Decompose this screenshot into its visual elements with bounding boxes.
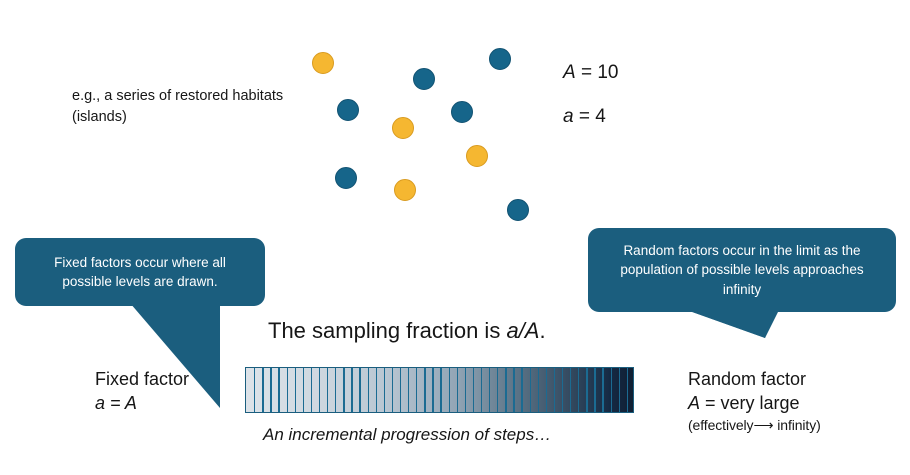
gradient-bar-stripe xyxy=(262,368,264,412)
gradient-progression-bar xyxy=(245,367,634,413)
gradient-bar-stripe xyxy=(318,368,321,412)
gradient-bar-stripe xyxy=(391,368,394,412)
speech-bubble-random-body: Random factors occur in the limit as the… xyxy=(588,228,896,312)
gradient-bar-stripe xyxy=(399,368,402,412)
label-fixed-symbol: a xyxy=(95,392,106,413)
scatter-dot-yellow xyxy=(392,117,414,139)
parameter-small-a: a = 4 xyxy=(563,107,618,126)
gradient-bar-stripe xyxy=(408,368,410,412)
gradient-bar-stripe xyxy=(294,368,296,412)
label-fixed-equation: a = A xyxy=(95,392,189,416)
gradient-bar-stripe xyxy=(626,368,629,412)
scatter-dot-teal xyxy=(413,68,435,90)
gradient-bar-stripe xyxy=(513,368,515,412)
sampling-fraction-prefix: The sampling fraction is xyxy=(268,318,507,343)
symbol-small-a: a xyxy=(563,106,574,127)
label-random-symbol: A xyxy=(688,392,701,413)
label-fixed-factor: Fixed factor a = A xyxy=(95,368,189,416)
label-random-note-prefix: (effectively xyxy=(688,416,754,433)
label-random-rest: = very large xyxy=(700,392,800,413)
sampling-fraction-suffix: . xyxy=(539,318,546,343)
label-fixed-rest: = A xyxy=(105,392,137,413)
speech-bubble-fixed-text: Fixed factors occur where all possible l… xyxy=(54,254,226,289)
parameter-values: A = 10 a = 4 xyxy=(563,63,618,151)
gradient-bar-stripe xyxy=(561,368,564,412)
gradient-bar-stripe xyxy=(432,368,434,412)
gradient-bar-stripe xyxy=(602,368,604,412)
value-small-a: = 4 xyxy=(573,106,606,127)
label-random-note: (effectively⟶ infinity) xyxy=(688,416,821,434)
label-fixed-title: Fixed factor xyxy=(95,369,190,389)
gradient-bar-stripe xyxy=(367,368,369,412)
gradient-bar-stripe xyxy=(286,368,288,412)
scatter-dot-yellow xyxy=(394,179,416,201)
gradient-bar-stripe xyxy=(545,368,548,412)
gradient-bar-stripe xyxy=(480,368,483,412)
left-caption-text: e.g., a series of restored habitats (isl… xyxy=(72,88,284,126)
gradient-bar-stripe xyxy=(351,368,353,412)
scatter-dot-teal xyxy=(489,48,511,70)
gradient-bar-stripe xyxy=(464,368,467,412)
symbol-big-a: A xyxy=(563,62,576,83)
gradient-bar-stripe xyxy=(570,368,572,412)
gradient-bar-stripe xyxy=(456,368,458,412)
sampling-fraction-sentence: The sampling fraction is a/A. xyxy=(268,318,546,344)
label-random-factor: Random factor A = very large (effectivel… xyxy=(688,368,821,434)
scatter-dot-teal xyxy=(451,101,473,123)
gradient-bar-stripe xyxy=(310,368,313,412)
scatter-dot-teal xyxy=(507,199,529,221)
scatter-dot-teal xyxy=(337,99,359,121)
gradient-bar-stripe xyxy=(375,368,377,412)
gradient-bar-stripe xyxy=(416,368,418,412)
gradient-bar-stripe xyxy=(343,368,345,412)
gradient-bar-stripe xyxy=(302,368,305,412)
gradient-bar-stripe xyxy=(537,368,539,412)
label-random-equation: A = very large xyxy=(688,392,821,416)
gradient-bar-stripe xyxy=(472,368,475,412)
gradient-bar-stripe xyxy=(270,368,272,412)
speech-bubble-fixed-body: Fixed factors occur where all possible l… xyxy=(15,238,265,306)
value-big-a: = 10 xyxy=(575,62,619,83)
gradient-bar-stripe xyxy=(489,368,491,412)
scatter-dot-teal xyxy=(335,167,357,189)
parameter-big-a: A = 10 xyxy=(563,63,618,82)
gradient-bar-stripe xyxy=(327,368,329,412)
label-random-title: Random factor xyxy=(688,369,807,389)
gradient-bar-stripe xyxy=(278,368,280,412)
gradient-bar-stripe xyxy=(440,368,442,412)
gradient-bar-stripe xyxy=(335,368,337,412)
gradient-bar-stripe xyxy=(521,368,523,412)
gradient-bar-stripe xyxy=(505,368,507,412)
gradient-bar-stripe xyxy=(610,368,612,412)
gradient-bar-stripe xyxy=(594,368,596,412)
scatter-dot-yellow xyxy=(312,52,334,74)
gradient-bar-stripe xyxy=(497,368,499,412)
speech-bubble-random: Random factors occur in the limit as the… xyxy=(588,228,896,338)
gradient-bar-stripe xyxy=(383,368,386,412)
gradient-bar-stripe xyxy=(553,368,556,412)
gradient-bar-stripe xyxy=(254,368,256,412)
bottom-caption-text: An incremental progression of steps… xyxy=(263,425,552,444)
gradient-bar-stripe xyxy=(618,368,620,412)
speech-bubble-random-text: Random factors occur in the limit as the… xyxy=(620,243,864,297)
gradient-bar-stripe xyxy=(529,368,531,412)
label-random-note-suffix: infinity) xyxy=(773,416,821,433)
gradient-bar-stripe xyxy=(424,368,426,412)
gradient-bar-stripe xyxy=(448,368,450,412)
scatter-dot-yellow xyxy=(466,145,488,167)
gradient-bar-stripe xyxy=(586,368,588,412)
gradient-bar-stripe xyxy=(578,368,580,412)
speech-bubble-fixed: Fixed factors occur where all possible l… xyxy=(15,238,265,408)
arrow-right-icon: ⟶ xyxy=(753,416,774,433)
gradient-bar-stripe xyxy=(359,368,361,412)
sampling-fraction-symbol: a/A xyxy=(506,318,540,343)
